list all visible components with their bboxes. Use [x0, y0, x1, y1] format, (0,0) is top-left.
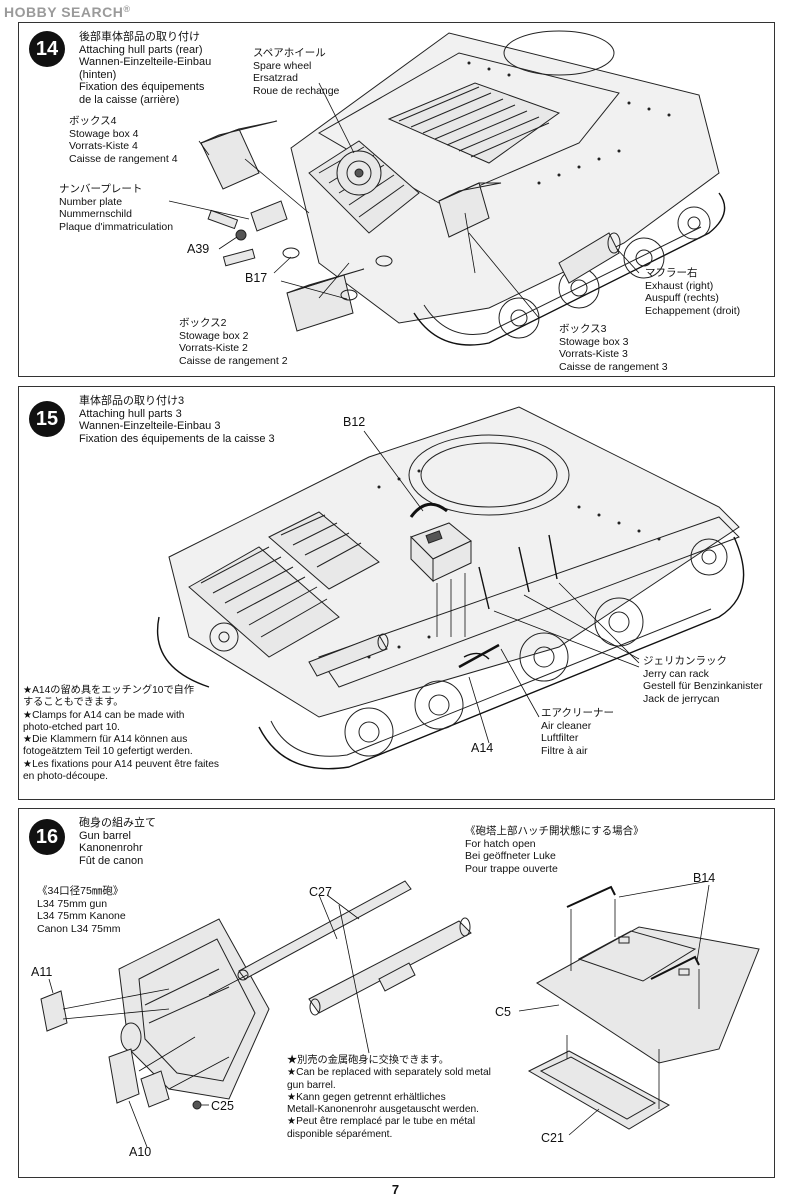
part-a10-label: A10 [129, 1145, 152, 1159]
part-b12-label: B12 [343, 415, 366, 429]
part-c5-label: C5 [495, 1005, 511, 1019]
a14-clamp-note: ★A14の留め具をエッチング10で自作することもできます。★Clamps for… [23, 685, 220, 783]
part-a39-label: A39 [187, 242, 210, 256]
part-a14-label: A14 [471, 741, 494, 755]
part-a11-label: A11 [31, 965, 53, 979]
part-c25-label: C25 [211, 1099, 234, 1113]
hull-side-illustration [156, 406, 745, 770]
metal-barrel-note: ★別売の金属砲身に交換できます。★Can be replaced with se… [287, 1055, 491, 1140]
part-b14-label: B14 [693, 871, 716, 885]
step-number-badge: 14 [29, 31, 65, 67]
page-number: 7 [391, 1182, 400, 1197]
part-c27-label: C27 [309, 885, 332, 899]
step-number-badge: 16 [29, 819, 65, 855]
watermark: HOBBY SEARCH® [4, 4, 131, 20]
hull-rear-illustration [168, 30, 726, 346]
gun-barrel-illustration [40, 880, 760, 1148]
step-number-badge: 15 [29, 401, 65, 437]
part-b17-label: B17 [245, 271, 268, 285]
part-c21-label: C21 [541, 1131, 564, 1145]
